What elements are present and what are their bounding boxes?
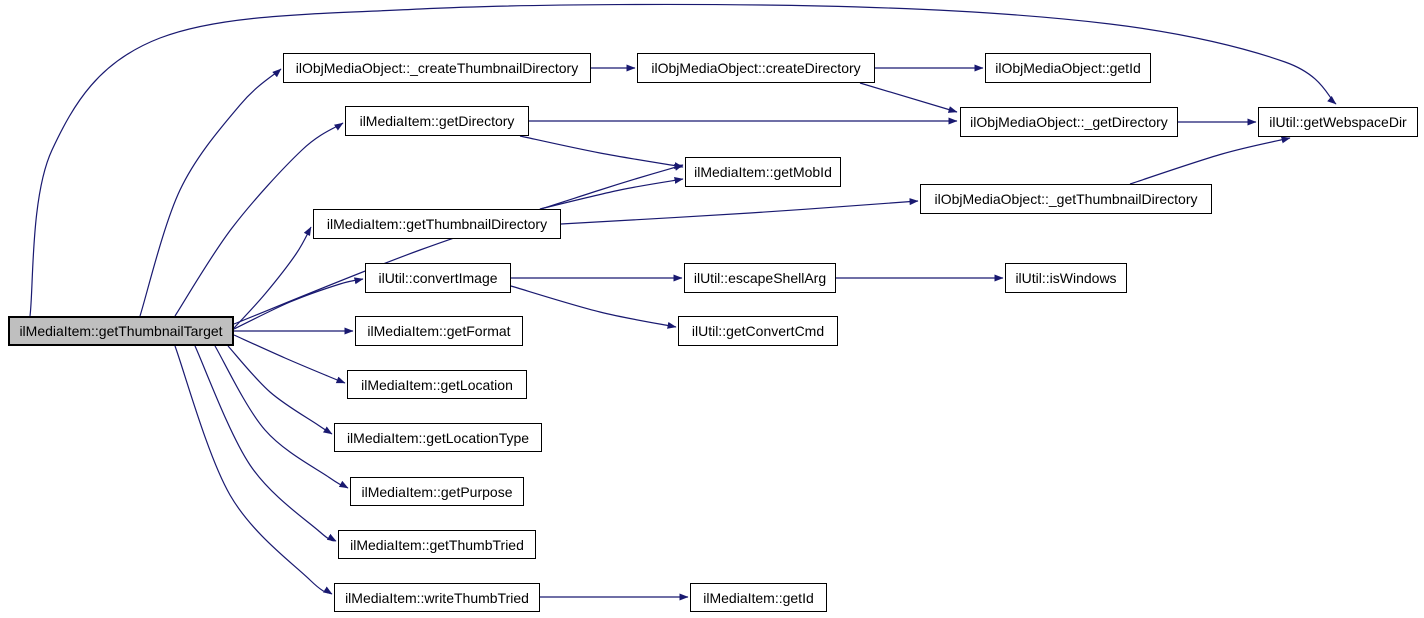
node-convertImage[interactable]: ilUtil::convertImage — [365, 263, 511, 293]
edge-getThumbnailTarget-to-getThumbTried — [194, 345, 337, 542]
edge-mobGetThumbnailDirectory-to-getWebspaceDir — [1129, 136, 1291, 185]
node-mobGetId[interactable]: ilObjMediaObject::getId — [985, 53, 1151, 83]
edge-getThumbnailTarget-to-getDirectory — [174, 122, 344, 317]
edge-getThumbnailTarget-to-writeThumbTried — [174, 345, 333, 595]
edge-createDirectory-to-mobGetDirectory — [859, 82, 958, 113]
node-getThumbnailTarget[interactable]: ilMediaItem::getThumbnailTarget — [8, 316, 234, 346]
node-writeThumbTried[interactable]: ilMediaItem::writeThumbTried — [334, 583, 540, 612]
edge-getThumbnailTarget-to-getPurpose — [214, 345, 349, 489]
node-getFormat[interactable]: ilMediaItem::getFormat — [355, 316, 523, 346]
node-getPurpose[interactable]: ilMediaItem::getPurpose — [350, 477, 524, 506]
edge-getThumbnailTarget-to-getLocationType — [227, 345, 333, 435]
node-createDirectory[interactable]: ilObjMediaObject::createDirectory — [637, 53, 875, 83]
node-mobGetThumbnailDirectory[interactable]: ilObjMediaObject::_getThumbnailDirectory — [920, 184, 1212, 214]
node-getLocationType[interactable]: ilMediaItem::getLocationType — [334, 423, 542, 452]
edge-getThumbnailTarget-to-createThumbnailDirectory — [139, 68, 282, 317]
node-getThumbTried[interactable]: ilMediaItem::getThumbTried — [338, 530, 536, 559]
node-getConvertCmd[interactable]: ilUtil::getConvertCmd — [678, 316, 838, 346]
node-isWindows[interactable]: ilUtil::isWindows — [1005, 263, 1127, 293]
edge-getThumbnailTarget-to-getLocation — [233, 334, 346, 384]
node-mobGetDirectory[interactable]: ilObjMediaObject::_getDirectory — [960, 107, 1178, 137]
node-escapeShellArg[interactable]: ilUtil::escapeShellArg — [684, 263, 836, 293]
edge-getDirectory-to-getMobId — [519, 135, 684, 170]
node-miGetId[interactable]: ilMediaItem::getId — [690, 583, 827, 612]
edge-getThumbnailTarget-to-getThumbnailDirectory — [233, 226, 312, 329]
node-getWebspaceDir[interactable]: ilUtil::getWebspaceDir — [1258, 107, 1418, 137]
edge-getThumbnailDirectory-to-getMobId — [539, 177, 684, 210]
node-getDirectory[interactable]: ilMediaItem::getDirectory — [345, 106, 529, 136]
edge-getThumbnailTarget-to-getWebspaceDir — [29, 3, 1337, 317]
edge-getThumbnailTarget-to-convertImage — [233, 277, 364, 330]
edge-getThumbnailDirectory-to-mobGetThumbnailDirectory — [560, 198, 919, 225]
node-getMobId[interactable]: ilMediaItem::getMobId — [685, 157, 841, 187]
node-getThumbnailDirectory[interactable]: ilMediaItem::getThumbnailDirectory — [313, 209, 561, 239]
node-createThumbnailDirectory[interactable]: ilObjMediaObject::_createThumbnailDirect… — [283, 53, 591, 83]
edge-convertImage-to-getConvertCmd — [510, 285, 677, 329]
node-getLocation[interactable]: ilMediaItem::getLocation — [347, 370, 527, 399]
